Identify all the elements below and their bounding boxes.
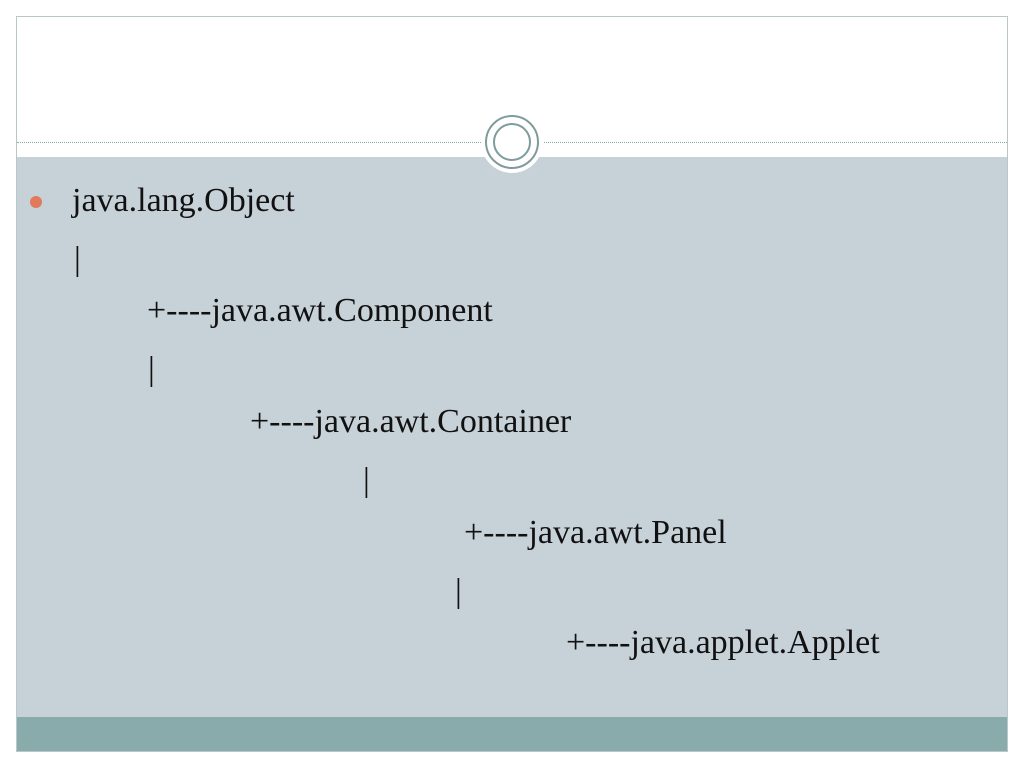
hierarchy-line-container: +----java.awt.Container bbox=[250, 403, 572, 440]
slide bbox=[16, 16, 1008, 752]
bullet-icon bbox=[30, 196, 42, 208]
content-area bbox=[17, 157, 1007, 717]
hierarchy-connector: | bbox=[148, 351, 155, 388]
ornament-inner-ring bbox=[493, 123, 531, 161]
ornament-outer-ring bbox=[485, 115, 539, 169]
hierarchy-line-object: java.lang.Object bbox=[72, 182, 295, 219]
hierarchy-line-panel: +----java.awt.Panel bbox=[464, 514, 727, 551]
circle-ornament-icon bbox=[481, 111, 543, 173]
hierarchy-connector: | bbox=[455, 573, 462, 610]
hierarchy-line-component: +----java.awt.Component bbox=[147, 292, 493, 329]
footer-bar bbox=[17, 717, 1007, 751]
hierarchy-connector: | bbox=[74, 241, 81, 278]
hierarchy-connector: | bbox=[363, 462, 370, 499]
hierarchy-line-applet: +----java.applet.Applet bbox=[566, 624, 880, 661]
